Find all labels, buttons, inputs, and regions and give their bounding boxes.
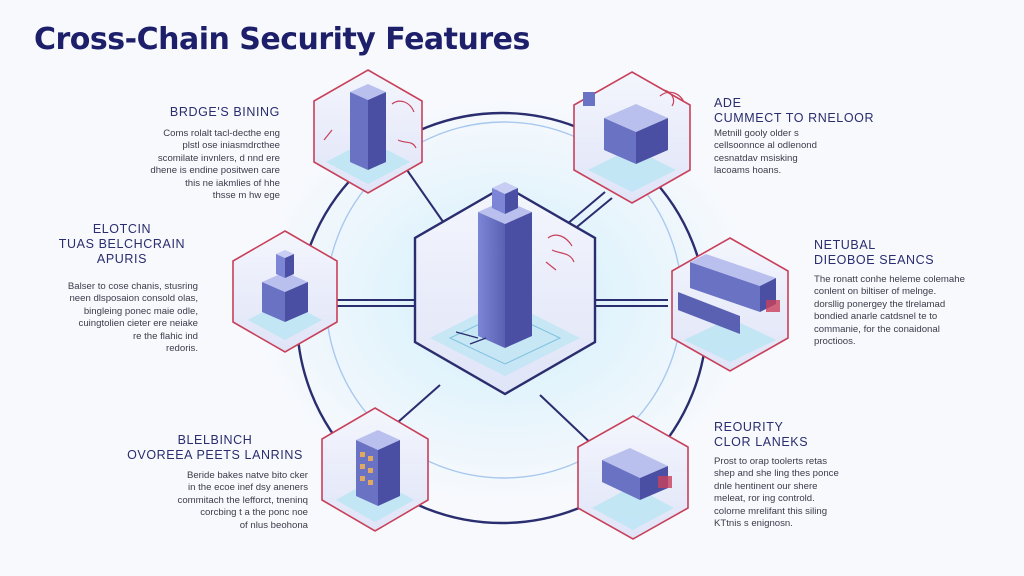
feature-desc-bottom-right: Prost to orap toolerts retas shep and sh…: [714, 456, 839, 530]
central-hub: [413, 182, 597, 396]
node-oversea-pets-lanrins: [321, 407, 429, 532]
feature-label-mid-right: NETUBAL DIEOBOE SEANCS: [814, 238, 935, 267]
feature-label-bottom-left: BLELBINCH OVOREEA PEETS LANRINS: [127, 433, 303, 462]
feature-desc-bottom-left: Beride bakes natve bito cker in the ecoe…: [177, 470, 308, 531]
page-title: Cross-Chain Security Features: [34, 22, 530, 57]
node-network-defense: [671, 237, 789, 372]
node-bridge-security: [313, 69, 423, 194]
feature-desc-top-right: Metnill gooly older s cellsoonnce al odl…: [714, 128, 817, 177]
feature-desc-mid-left: Balser to cose chanis, stusring neen dls…: [67, 281, 198, 355]
feature-label-top-right: ADE CUMMECT TO RNELOOR: [714, 96, 875, 125]
node-connect-monitor: [573, 71, 691, 204]
feature-desc-top-left: Coms rolalt tacl-decthe eng plstl ose in…: [150, 128, 280, 202]
feature-label-mid-left: ELOTCIN TUAS BELCHCRAIN APURIS: [58, 222, 186, 266]
feature-desc-mid-right: The ronatt conhe heleme colemahe conlent…: [814, 274, 965, 348]
node-blockchain-audits: [232, 230, 338, 353]
feature-label-top-left: BRDGE'S BINING: [169, 105, 280, 119]
feature-label-bottom-right: REOURITY CLOR LANEKS: [714, 420, 809, 449]
node-security-clor-laneks: [577, 415, 689, 540]
